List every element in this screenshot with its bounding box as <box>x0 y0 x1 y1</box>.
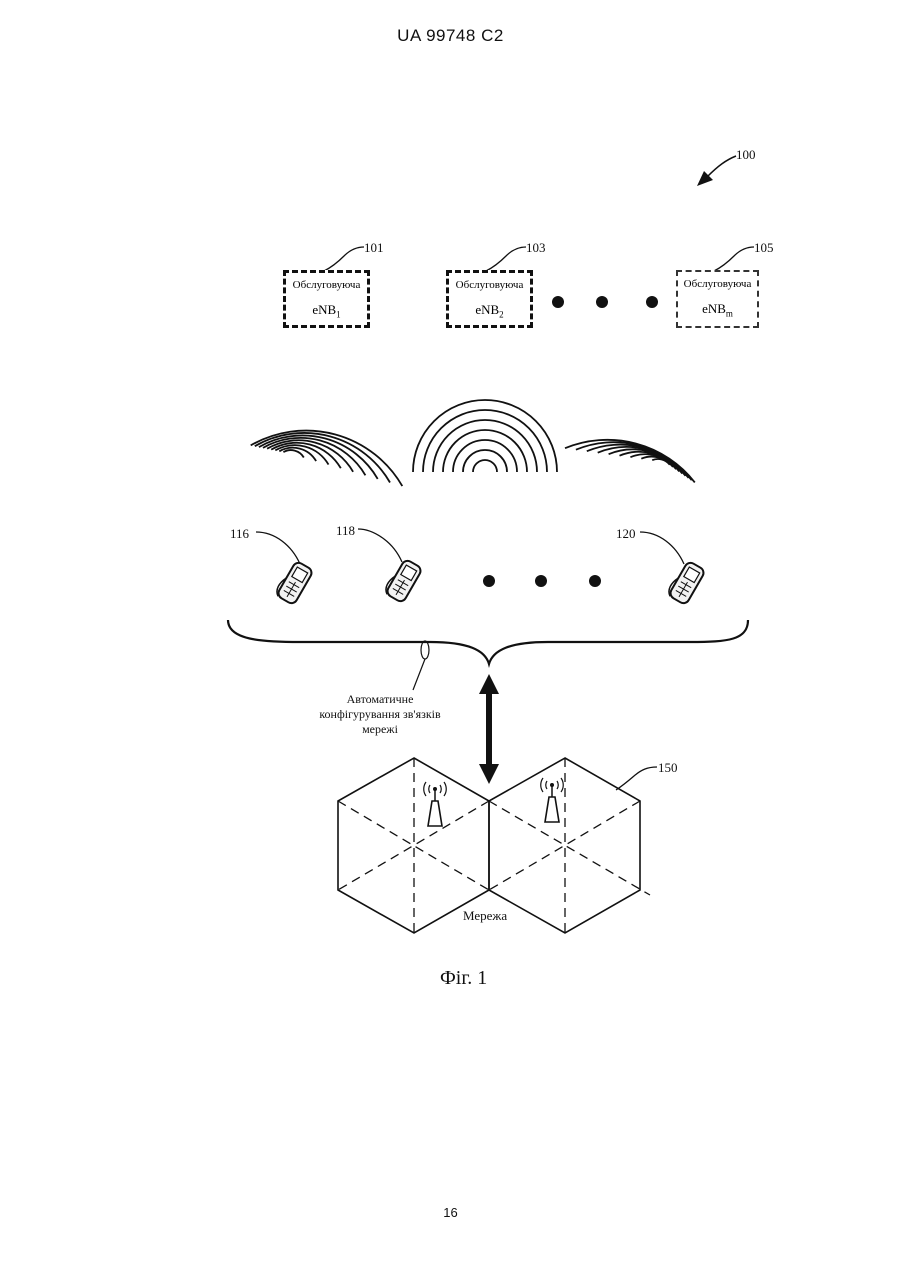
ref-label-ue-1: 116 <box>230 526 249 542</box>
ref-label-network: 150 <box>658 760 678 776</box>
serving-enb-label: Обслуговуюча <box>286 279 367 291</box>
caption-line-2: конфігурування зв'язків <box>300 707 460 722</box>
caption-leader-line <box>413 659 425 690</box>
ref-label-enb-1: 101 <box>364 240 384 256</box>
network-config-caption: Автоматичне конфігурування зв'язків мере… <box>300 692 460 737</box>
ue-group-brace <box>228 620 748 664</box>
ue-ellipsis <box>483 575 601 587</box>
enb-identifier: eNBm <box>678 301 757 319</box>
caption-leader-ellipse <box>421 641 429 659</box>
mobile-phone-icon-3 <box>666 559 706 605</box>
mobile-phone-icon-2 <box>383 557 423 603</box>
page-number: 16 <box>0 1205 901 1220</box>
leader-line-120 <box>640 532 684 564</box>
radio-wave-icon-3 <box>565 440 695 483</box>
base-station-icon-1 <box>424 782 447 826</box>
base-station-icon-2 <box>541 778 564 822</box>
enb-identifier: eNB2 <box>449 302 530 320</box>
leader-line-118 <box>358 529 402 562</box>
leader-line-101 <box>324 247 364 271</box>
caption-line-3: мережі <box>300 722 460 737</box>
radio-wave-icon-2 <box>413 400 557 472</box>
network-cell-hexagon-2 <box>489 758 650 933</box>
leader-line-103 <box>486 247 526 271</box>
radio-wave-icon-1 <box>251 431 403 487</box>
serving-enb-label: Обслуговуюча <box>449 279 530 291</box>
figure-caption: Фіг. 1 <box>440 967 487 990</box>
leader-line-116 <box>256 532 300 564</box>
system-ref-arrow <box>697 156 736 186</box>
caption-line-1: Автоматичне <box>300 692 460 707</box>
mobile-phone-icon-1 <box>274 559 314 605</box>
serving-enb-box-1: Обслуговуюча eNB1 <box>283 270 370 328</box>
bidirectional-arrow <box>479 674 499 784</box>
ref-label-system: 100 <box>736 147 756 163</box>
serving-enb-box-3: Обслуговуюча eNBm <box>676 270 759 328</box>
ref-label-enb-3: 105 <box>754 240 774 256</box>
leader-line-150 <box>616 767 657 790</box>
serving-enb-box-2: Обслуговуюча eNB2 <box>446 270 533 328</box>
network-cell-hexagon-1 <box>338 758 489 933</box>
leader-line-105 <box>714 247 754 271</box>
network-label: Мережа <box>463 908 507 924</box>
enb-identifier: eNB1 <box>286 302 367 320</box>
ref-label-enb-2: 103 <box>526 240 546 256</box>
ref-label-ue-3: 120 <box>616 526 636 542</box>
enb-ellipsis <box>552 296 658 308</box>
ref-label-ue-2: 118 <box>336 523 355 539</box>
serving-enb-label: Обслуговуюча <box>678 278 757 290</box>
